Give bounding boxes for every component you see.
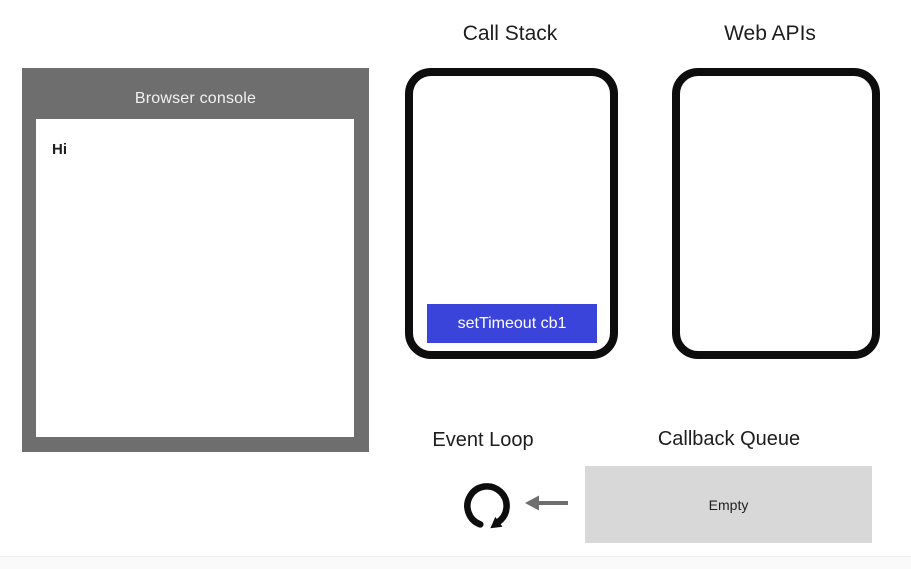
bottom-edge-strip	[0, 556, 911, 569]
browser-console-title: Browser console	[134, 90, 257, 107]
web-apis-container	[672, 68, 880, 359]
left-arrow-icon	[525, 495, 568, 511]
call-stack-container: setTimeout cb1	[405, 68, 618, 359]
call-stack-title: Call Stack	[462, 22, 558, 45]
web-apis-title: Web APIs	[724, 22, 816, 45]
callback-queue-status: Empty	[708, 496, 749, 513]
browser-console-output: Hi	[36, 119, 354, 437]
callback-queue-title: Callback Queue	[657, 428, 801, 450]
console-log-line: Hi	[52, 141, 67, 158]
stack-frame-settimeout-cb1: setTimeout cb1	[427, 304, 597, 343]
event-loop-title: Event Loop	[432, 429, 534, 451]
event-loop-cycle-icon	[464, 483, 510, 529]
callback-queue-container: Empty	[585, 466, 872, 543]
browser-console-panel: Browser console Hi	[22, 68, 369, 452]
